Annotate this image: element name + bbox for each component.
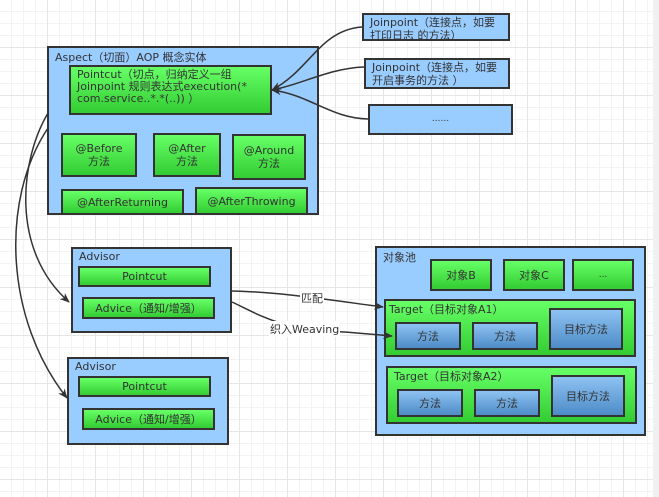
scrollbar[interactable]: [653, 0, 659, 497]
after-throwing-box[interactable]: @AfterThrowing: [195, 187, 308, 215]
after-returning-box[interactable]: @AfterReturning: [61, 189, 184, 215]
object-b-label: 对象B: [446, 268, 476, 282]
advisor-box-1[interactable]: Advisor Pointcut Advice（通知/增强）: [71, 247, 232, 333]
advisor-advice-2[interactable]: Advice（通知/增强）: [82, 408, 215, 430]
aspect-title: Aspect（切面）AOP 概念实体: [55, 51, 207, 64]
before-advice-box[interactable]: @Before 方法: [61, 133, 137, 177]
before-label: @Before: [75, 142, 123, 155]
joinpoint-box-2[interactable]: Joinpoint（连接点，如要开启事务的方法 ）: [364, 58, 510, 89]
target-a1-method-1-label: 方法: [417, 329, 439, 343]
target-a2-method-1-label: 方法: [419, 396, 441, 410]
around-sub: 方法: [258, 157, 280, 170]
object-pool[interactable]: 对象池 对象B 对象C ... Target（目标对象A1） 方法 方法 目标方…: [375, 246, 646, 436]
target-a1-method-2-label: 方法: [494, 329, 516, 343]
advisor-advice-label-2: Advice（通知/增强）: [95, 412, 202, 426]
joinpoint-box-1[interactable]: Joinpoint（连接点，如要打印日志 的方法）: [362, 13, 510, 42]
edge-label-weave: 织入Weaving: [269, 321, 341, 337]
advisor-pointcut-2[interactable]: Pointcut: [78, 376, 211, 397]
advisor-title-2: Advisor: [75, 360, 116, 373]
joinpoint-box-more[interactable]: ......: [368, 104, 513, 135]
target-a2-title: Target（目标对象A2）: [394, 370, 509, 383]
target-a2-target-method[interactable]: 目标方法: [551, 375, 625, 417]
advisor-pointcut-label-2: Pointcut: [122, 380, 167, 393]
object-more-box[interactable]: ...: [572, 259, 634, 291]
object-pool-title: 对象池: [383, 251, 416, 264]
around-advice-box[interactable]: @Around 方法: [232, 134, 306, 180]
pointcut-text: Pointcut（切点，归纳定义一组 Joinpoint 规则表达式execut…: [77, 68, 247, 105]
after-returning-label: @AfterReturning: [77, 195, 168, 209]
after-label: @After: [168, 142, 206, 155]
target-a1-box[interactable]: Target（目标对象A1） 方法 方法 目标方法: [384, 299, 636, 357]
around-label: @Around: [243, 144, 295, 157]
before-sub: 方法: [88, 155, 110, 168]
edge-label-match: 匹配: [300, 290, 324, 306]
target-a1-title: Target（目标对象A1）: [389, 303, 504, 316]
target-a1-target-method[interactable]: 目标方法: [549, 308, 623, 350]
pointcut-box[interactable]: Pointcut（切点，归纳定义一组 Joinpoint 规则表达式execut…: [69, 65, 272, 115]
joinpoint-more-text: ......: [431, 114, 450, 124]
object-more-label: ...: [598, 269, 608, 280]
after-sub: 方法: [176, 155, 198, 168]
advisor-pointcut-label-1: Pointcut: [122, 270, 167, 283]
aspect-container[interactable]: Aspect（切面）AOP 概念实体 Pointcut（切点，归纳定义一组 Jo…: [47, 46, 319, 215]
object-c-label: 对象C: [519, 268, 549, 282]
target-a2-method-2-label: 方法: [496, 396, 518, 410]
advisor-advice-1[interactable]: Advice（通知/增强）: [82, 297, 215, 319]
target-a2-box[interactable]: Target（目标对象A2） 方法 方法 目标方法: [386, 366, 637, 424]
advisor-pointcut-1[interactable]: Pointcut: [78, 266, 211, 287]
object-b-box[interactable]: 对象B: [430, 259, 492, 291]
advisor-title-1: Advisor: [79, 250, 120, 263]
advisor-box-2[interactable]: Advisor Pointcut Advice（通知/增强）: [67, 357, 229, 445]
target-a2-method-2[interactable]: 方法: [474, 389, 540, 417]
target-a2-method-1[interactable]: 方法: [397, 389, 463, 417]
target-a1-method-1[interactable]: 方法: [395, 322, 461, 350]
joinpoint-text-2: Joinpoint（连接点，如要开启事务的方法 ）: [372, 61, 498, 87]
target-a2-target-method-label: 目标方法: [566, 389, 610, 403]
object-c-box[interactable]: 对象C: [503, 259, 565, 291]
joinpoint-text-1: Joinpoint（连接点，如要打印日志 的方法）: [370, 16, 496, 42]
advisor-advice-label-1: Advice（通知/增强）: [95, 301, 202, 315]
after-throwing-label: @AfterThrowing: [207, 194, 296, 208]
target-a1-method-2[interactable]: 方法: [472, 322, 538, 350]
after-advice-box[interactable]: @After 方法: [153, 133, 221, 177]
target-a1-target-method-label: 目标方法: [564, 322, 608, 336]
